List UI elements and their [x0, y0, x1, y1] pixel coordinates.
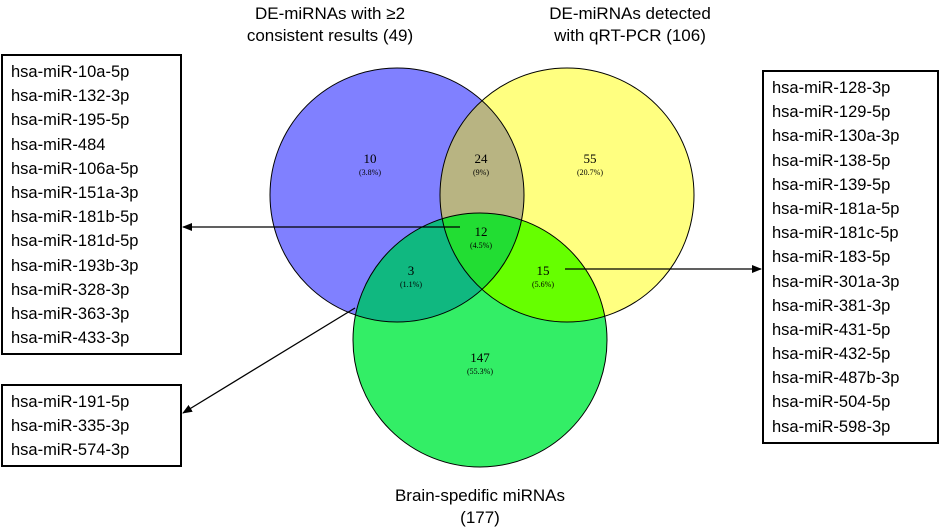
- mirna-list-item: hsa-miR-130a-3p: [772, 127, 900, 146]
- region-abc-pct: (4.5%): [470, 241, 492, 250]
- mirna-list-item: hsa-miR-139-5p: [772, 175, 891, 194]
- mirna-list-item: hsa-miR-191-5p: [11, 393, 130, 411]
- region-bc-count: 15: [537, 263, 550, 278]
- mirna-list-item: hsa-miR-574-3p: [11, 441, 130, 460]
- mirna-list-item: hsa-miR-181d-5p: [11, 232, 139, 251]
- overlap-bc-fill: [440, 213, 607, 322]
- mirna-list-item: hsa-miR-598-3p: [772, 417, 891, 436]
- mirna-list-item: hsa-miR-432-5p: [772, 345, 891, 364]
- set-a-label-line1: DE-miRNAs with ≥2: [254, 4, 406, 23]
- set-a-outline: [269, 67, 525, 323]
- set-b-label: DE-miRNAs detected with qRT-PCR (106): [500, 3, 760, 47]
- mirna-list-item: hsa-miR-195-5p: [11, 111, 130, 130]
- list-ac-box: hsa-miR-191-5p hsa-miR-335-3p hsa-miR-574-…: [1, 384, 182, 467]
- region-abc-count: 12: [475, 224, 488, 239]
- mirna-list-item: hsa-miR-193b-3p: [11, 256, 139, 275]
- region-bc-pct: (5.6%): [532, 280, 554, 289]
- list-abc-box: hsa-miR-10a-5p hsa-miR-132-3p hsa-miR-195-…: [1, 54, 182, 355]
- mirna-list-item: hsa-miR-181c-5p: [772, 224, 899, 243]
- region-c-only-pct: (55.3%): [467, 367, 493, 376]
- mirna-list-item: hsa-miR-183-5p: [772, 248, 891, 267]
- set-c-label: Brain-spedific miRNAs (177): [330, 485, 630, 529]
- mirna-list-item: hsa-miR-328-3p: [11, 280, 130, 299]
- mirna-list-item: hsa-miR-129-5p: [772, 103, 891, 122]
- set-b-outline: [439, 67, 695, 323]
- region-ac-pct: (1.1%): [400, 280, 422, 289]
- mirna-list-item: hsa-miR-301a-3p: [772, 272, 900, 291]
- mirna-list-item: hsa-miR-181b-5p: [11, 208, 139, 227]
- mirna-list-item: hsa-miR-487b-3p: [772, 369, 900, 388]
- mirna-list-item: hsa-miR-132-3p: [11, 87, 130, 106]
- set-a-label: DE-miRNAs with ≥2 consistent results (49…: [200, 3, 460, 47]
- set-c-label-line1: Brain-spedific miRNAs: [394, 486, 566, 505]
- region-a-only-pct: (3.8%): [359, 168, 381, 177]
- set-a-label-line2: consistent results (49): [246, 26, 414, 45]
- region-c-only-count: 147: [470, 350, 490, 365]
- mirna-list-item: hsa-miR-363-3p: [11, 304, 130, 323]
- set-c-label-line2: (177): [460, 508, 500, 527]
- set-b-label-line2: with qRT-PCR (106): [554, 26, 706, 45]
- mirna-list-item: hsa-miR-106a-5p: [11, 159, 139, 178]
- mirna-list-item: hsa-miR-433-3p: [11, 329, 130, 348]
- region-b-only-pct: (20.7%): [577, 168, 603, 177]
- mirna-list-item: hsa-miR-128-3p: [772, 79, 891, 97]
- mirna-list-item: hsa-miR-381-3p: [772, 296, 891, 315]
- overlap-ac-fill: [353, 213, 524, 322]
- region-ab-count: 24: [475, 151, 489, 166]
- mirna-list-item: hsa-miR-504-5p: [772, 393, 891, 412]
- mirna-list-item: hsa-miR-484: [11, 135, 106, 154]
- region-ac-count: 3: [408, 263, 415, 278]
- mirna-list-item: hsa-miR-10a-5p: [11, 63, 130, 81]
- arrow-ac-to-list: [182, 307, 356, 414]
- mirna-list-item: hsa-miR-151a-3p: [11, 183, 139, 202]
- region-a-only-count: 10: [364, 151, 377, 166]
- set-b-label-line1: DE-miRNAs detected: [549, 4, 711, 23]
- list-bc-box: hsa-miR-128-3p hsa-miR-129-5p hsa-miR-130a…: [762, 70, 939, 444]
- region-ab-pct: (9%): [473, 168, 489, 177]
- mirna-list-item: hsa-miR-335-3p: [11, 417, 130, 436]
- mirna-list-item: hsa-miR-138-5p: [772, 151, 891, 170]
- mirna-list-item: hsa-miR-181a-5p: [772, 199, 900, 218]
- region-b-only-count: 55: [584, 151, 597, 166]
- mirna-list-item: hsa-miR-431-5p: [772, 320, 891, 339]
- set-c-outline: [352, 212, 608, 468]
